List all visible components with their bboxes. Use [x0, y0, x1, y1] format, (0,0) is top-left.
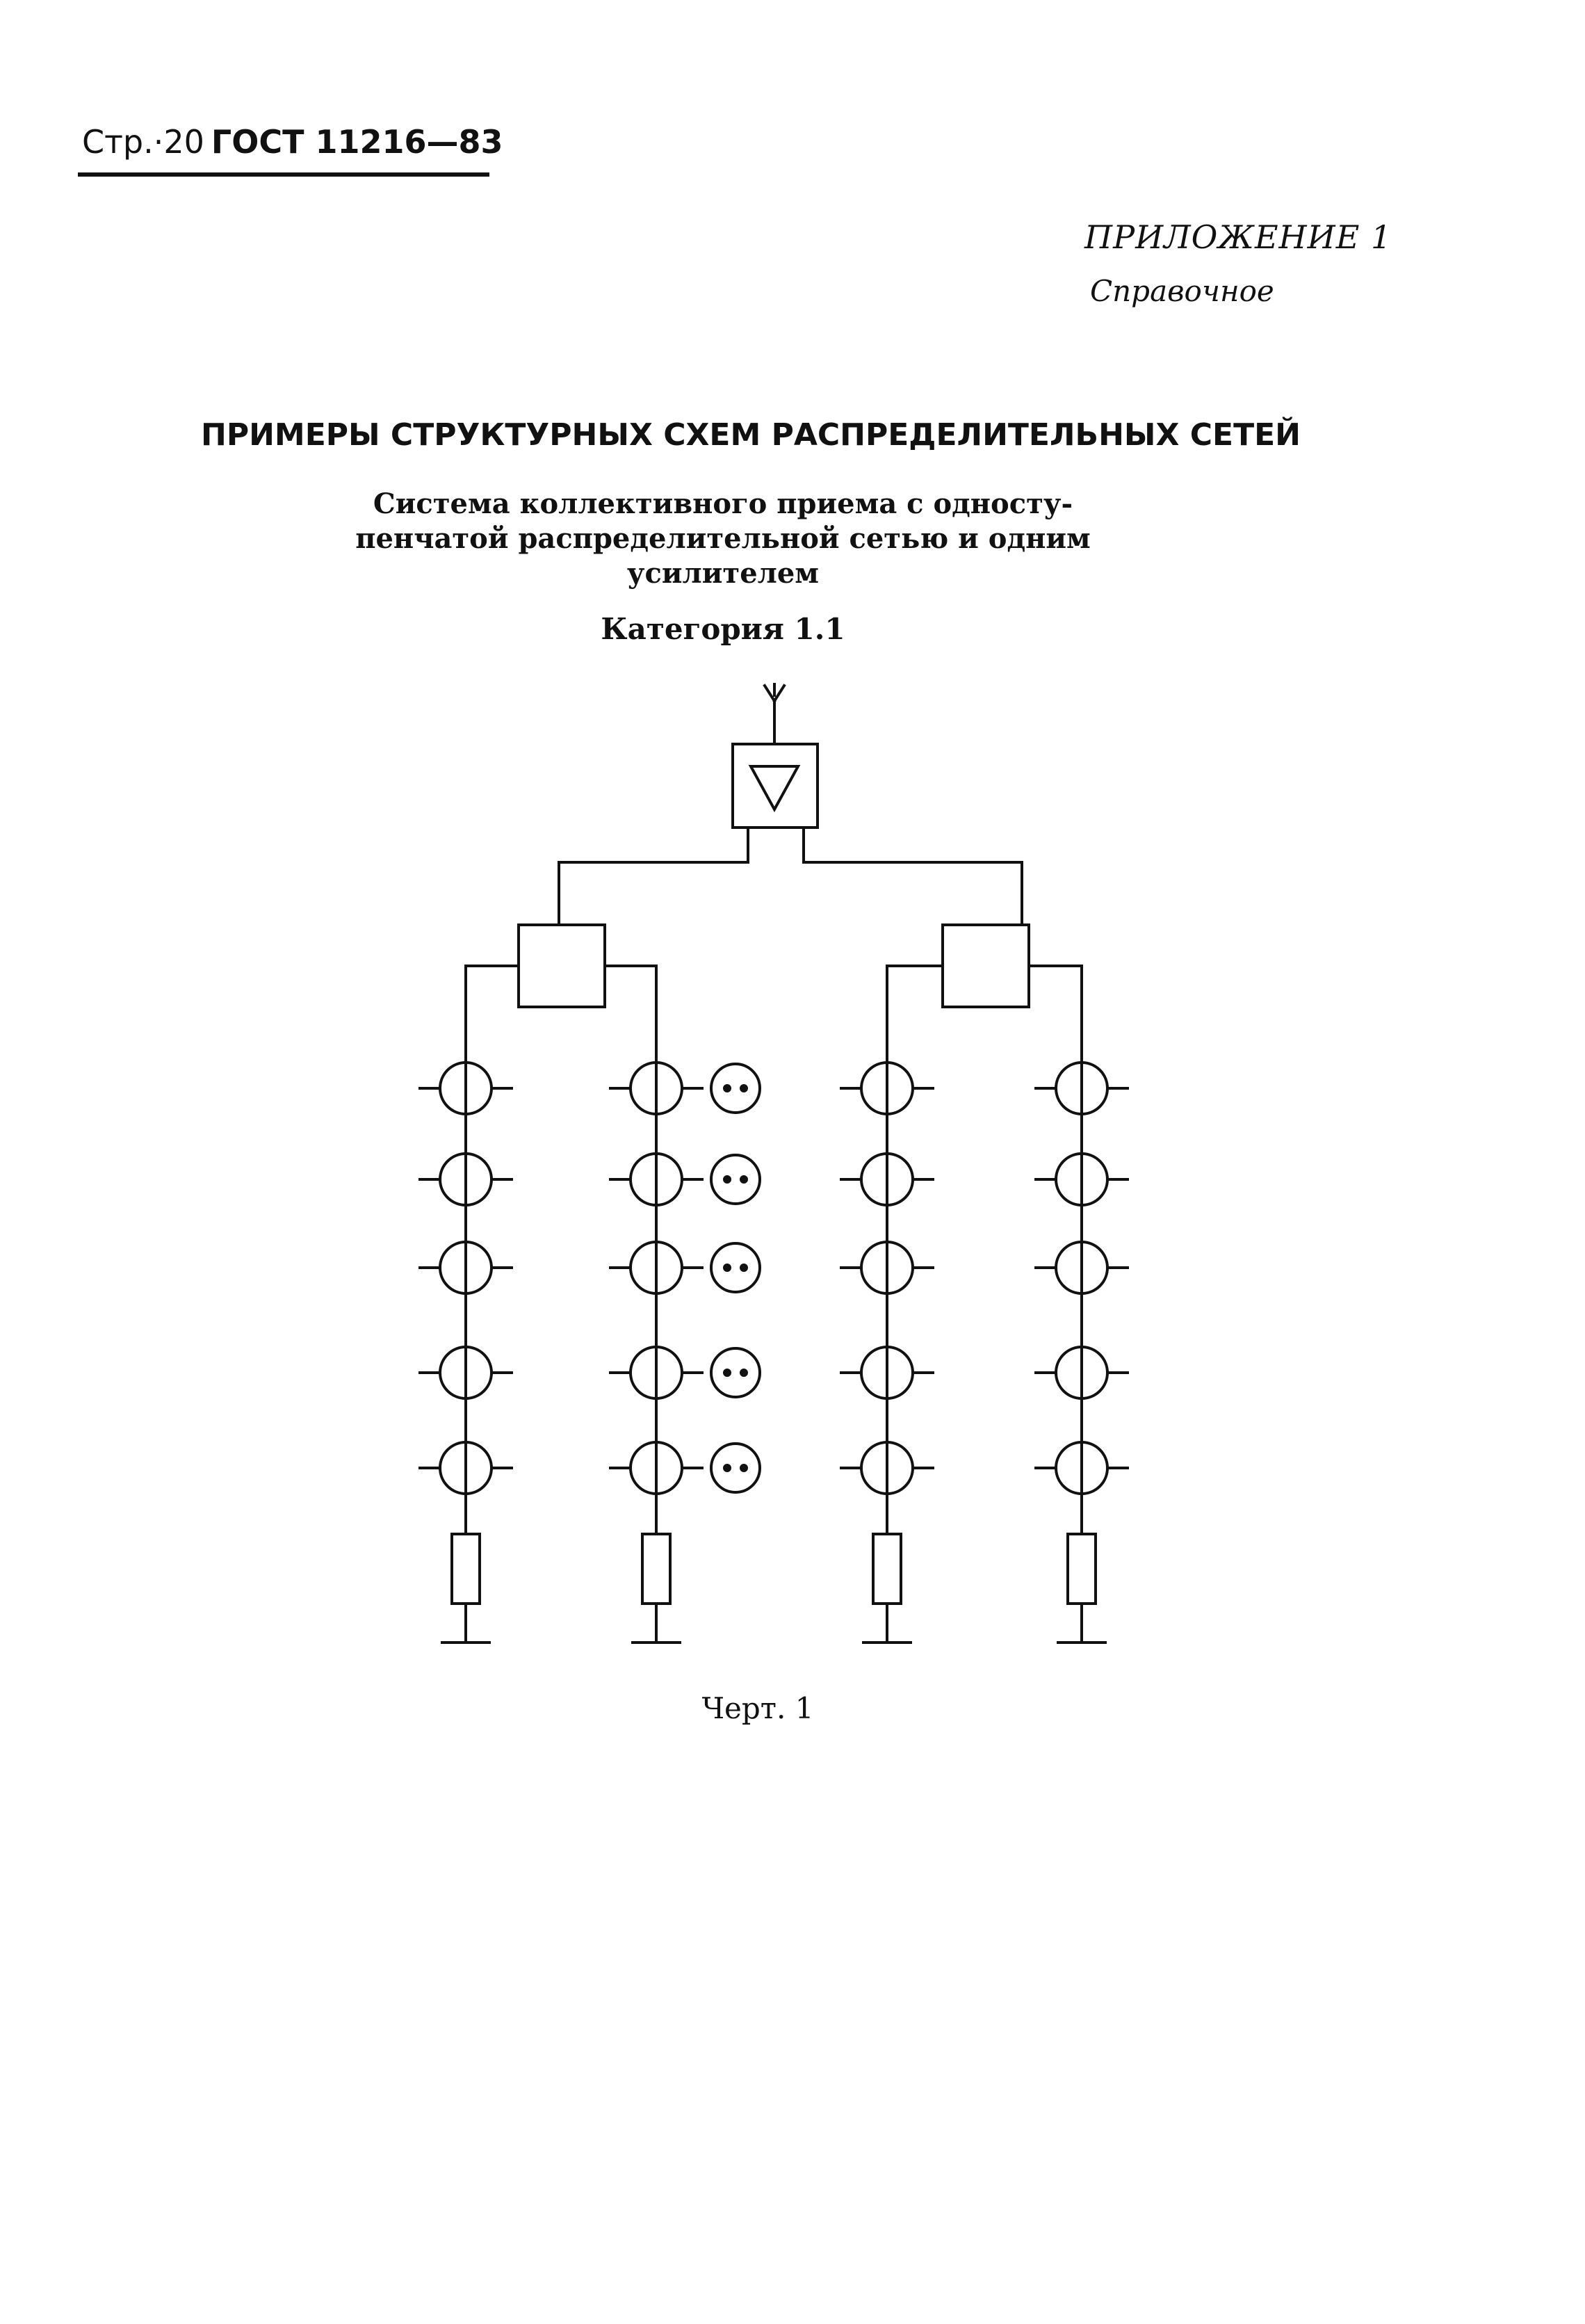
page-number: Стр.·20: [82, 123, 204, 161]
tap-icon: [841, 1347, 933, 1398]
tap-icon: [610, 1242, 702, 1293]
tap-icon: [420, 1154, 512, 1205]
socket-outlet-icon: [711, 1348, 760, 1397]
section-title: ПРИМЕРЫ СТРУКТУРНЫХ СХЕМ РАСПРЕДЕЛИТЕЛЬН…: [201, 417, 1301, 453]
header-rule: [78, 172, 489, 177]
appendix-title: ПРИЛОЖЕНИЕ 1: [1084, 218, 1392, 256]
subscriber-line-2: [610, 966, 702, 1643]
tap-icon: [610, 1347, 702, 1398]
tap-icon: [841, 1063, 933, 1114]
antenna-icon: [765, 684, 784, 744]
tap-icon: [610, 1442, 702, 1494]
tap-icon: [420, 1242, 512, 1293]
tap-icon: [420, 1347, 512, 1398]
tap-icon: [1036, 1347, 1128, 1398]
figure-caption: Черт. 1: [701, 1691, 814, 1725]
socket-outlet-icon: [711, 1064, 760, 1113]
subscriber-line-3: [841, 966, 933, 1643]
tap-icon: [420, 1442, 512, 1494]
socket-outlet-icon: [711, 1243, 760, 1292]
subtitle-line-2: пенчатой распределительной сетью и одним: [355, 522, 1091, 555]
amplifier-triangle-icon: [751, 766, 798, 809]
subtitle-line-1: Система коллективного приема с односту-: [373, 487, 1073, 520]
socket-outlet-icon: [711, 1444, 760, 1492]
terminator-icon: [1058, 1534, 1105, 1643]
terminator-icon: [633, 1534, 680, 1643]
terminator-icon: [442, 1534, 489, 1643]
terminator-icon: [863, 1534, 911, 1643]
outlet-column: [711, 1064, 760, 1492]
right-splitter: [887, 925, 1082, 1007]
amplifier-block: [733, 744, 818, 828]
category-label: Категория 1.1: [601, 612, 845, 646]
tap-icon: [1036, 1242, 1128, 1293]
tap-icon: [1036, 1063, 1128, 1114]
subtitle-line-3: усилителем: [626, 557, 820, 590]
tap-icon: [841, 1442, 933, 1494]
document-code: ГОСТ 11216—83: [211, 123, 503, 161]
trunk-lines: [559, 828, 1022, 925]
tap-icon: [610, 1154, 702, 1205]
tap-icon: [610, 1063, 702, 1114]
subscriber-line-4: [1036, 966, 1128, 1643]
appendix-type: Справочное: [1090, 274, 1274, 308]
subscriber-line-1: [420, 966, 512, 1643]
tap-icon: [841, 1154, 933, 1205]
socket-outlet-icon: [711, 1155, 760, 1204]
left-splitter: [466, 925, 656, 1007]
tap-icon: [420, 1063, 512, 1114]
diagram-subtitle: Система коллективного приема с односту- …: [313, 487, 1133, 591]
tap-icon: [841, 1242, 933, 1293]
tap-icon: [1036, 1154, 1128, 1205]
tap-icon: [1036, 1442, 1128, 1494]
